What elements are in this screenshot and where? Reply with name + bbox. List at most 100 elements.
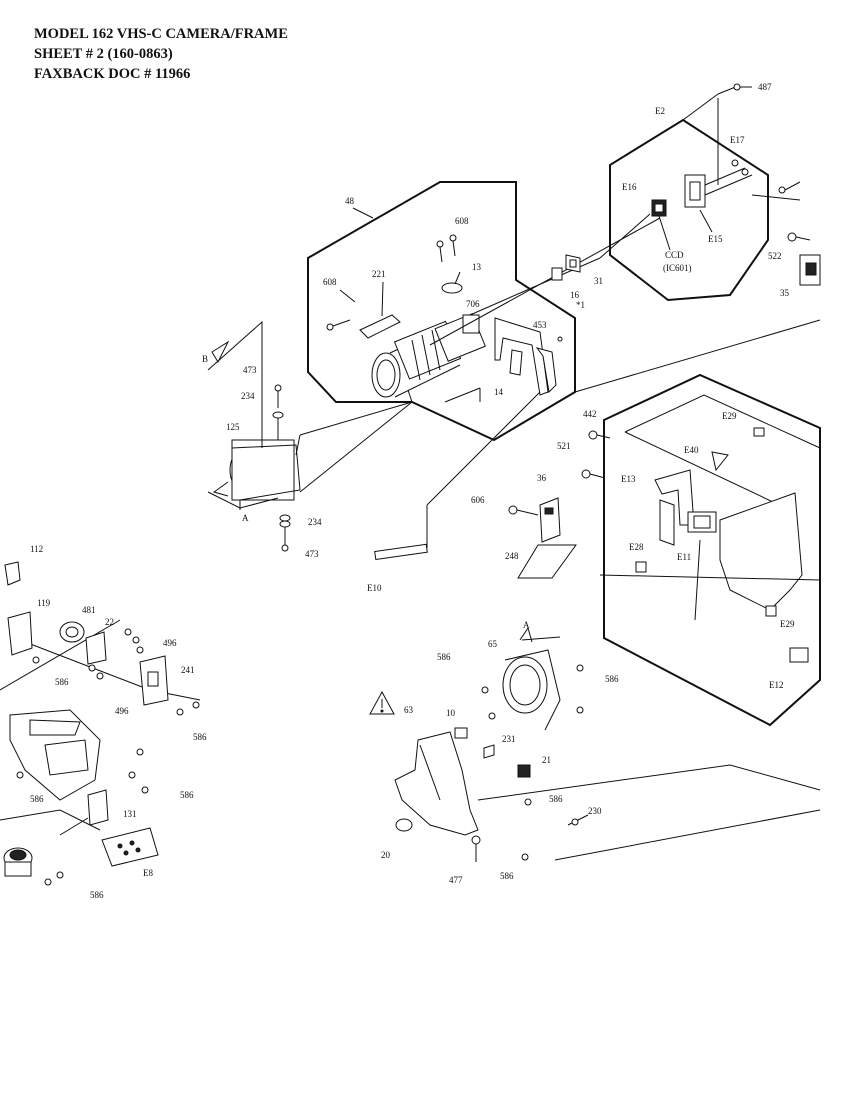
label-608-left: 608 [323, 277, 337, 287]
part-E29-bottom [765, 605, 777, 617]
label-31: 31 [594, 276, 603, 286]
label-20: 20 [381, 850, 391, 860]
part-16 [551, 267, 563, 281]
label-230: 230 [588, 806, 602, 816]
part-E28 [635, 561, 647, 573]
label-453: 453 [533, 320, 547, 330]
part-E29-top [753, 427, 765, 437]
label-706: 706 [466, 299, 480, 309]
lens-assembly-block [307, 181, 576, 442]
knob [3, 847, 33, 877]
part-22 [85, 631, 107, 665]
label-22: 22 [105, 617, 114, 627]
ref-arrow-B [211, 340, 230, 364]
part-221 [359, 281, 401, 339]
screw-right-edge [778, 181, 801, 194]
part-10 [454, 727, 468, 739]
screw-521 [581, 469, 606, 479]
flex-cable-E10 [374, 391, 541, 561]
screw-473-top [274, 384, 282, 408]
warning-icon [369, 690, 395, 715]
screws-586-left [16, 656, 200, 886]
part-E12 [789, 647, 809, 663]
model-title: MODEL 162 VHS-C CAMERA/FRAME [34, 26, 288, 42]
screw-473-bottom [281, 527, 289, 552]
screw-230 [567, 814, 589, 826]
label-E29-bottom: E29 [780, 619, 795, 629]
label-608-top: 608 [455, 216, 469, 226]
label-521: 521 [557, 441, 571, 451]
part-119 [7, 611, 33, 656]
bracket-E13 [654, 469, 695, 546]
label-522: 522 [768, 251, 782, 261]
frame-left-assembly [0, 619, 201, 831]
label-E8: E8 [143, 868, 153, 878]
label-487: 487 [758, 82, 772, 92]
label-477: 477 [449, 875, 463, 885]
label-IC601: (IC601) [663, 263, 692, 273]
screw-487 [733, 83, 752, 91]
ccd-chip [651, 199, 671, 251]
part-65-mount [502, 649, 561, 731]
label-E10: E10 [367, 583, 382, 593]
label-586-h: 586 [549, 794, 563, 804]
label-125: 125 [226, 422, 240, 432]
label-221: 221 [372, 269, 386, 279]
label-A-bottom: A [523, 620, 530, 630]
label-E17: E17 [730, 135, 745, 145]
label-E40: E40 [684, 445, 699, 455]
label-E28: E28 [629, 542, 644, 552]
bracket-36 [539, 497, 561, 543]
screw-442 [588, 430, 611, 440]
label-131: 131 [123, 809, 137, 819]
board-main [694, 492, 803, 621]
label-E13: E13 [621, 474, 636, 484]
screws-586-mid [481, 664, 584, 861]
part-20 [395, 818, 413, 832]
label-16: 16 [570, 290, 580, 300]
label-B: B [202, 354, 208, 364]
label-E11: E11 [677, 552, 691, 562]
label-63: 63 [404, 705, 414, 715]
part-E11 [687, 511, 717, 533]
label-496-right: 496 [163, 638, 177, 648]
label-star1: *1 [576, 300, 585, 310]
label-35: 35 [780, 288, 790, 298]
part-13 [441, 271, 463, 294]
label-48: 48 [345, 196, 355, 206]
part-21 [517, 764, 531, 778]
label-586-d: 586 [180, 790, 194, 800]
label-586-b: 586 [193, 732, 207, 742]
washer-234-top [272, 411, 284, 419]
label-10: 10 [446, 708, 456, 718]
label-119: 119 [37, 598, 51, 608]
label-13: 13 [472, 262, 482, 272]
part-35 [799, 254, 821, 286]
part-231 [483, 744, 495, 759]
washer-234-bottom [279, 514, 291, 528]
part-31 [565, 254, 581, 273]
part-481 [59, 621, 85, 643]
label-E2: E2 [655, 106, 665, 116]
screw-522 [787, 232, 811, 242]
bracket-14 [494, 317, 563, 396]
circuit-board-block [603, 373, 821, 727]
label-E15: E15 [708, 234, 723, 244]
part-706 [462, 314, 480, 334]
lens-mount-125 [229, 439, 301, 501]
label-E29-top: E29 [722, 411, 737, 421]
label-231: 231 [502, 734, 516, 744]
label-21: 21 [542, 755, 551, 765]
label-E12: E12 [769, 680, 784, 690]
label-442: 442 [583, 409, 597, 419]
part-131 [87, 789, 109, 826]
part-241 [139, 655, 169, 706]
label-14: 14 [494, 387, 504, 397]
ref-arrow-A-bottom [519, 626, 533, 643]
label-248: 248 [505, 551, 519, 561]
sheet-number: SHEET # 2 (160-0863) [34, 46, 173, 62]
label-234-top: 234 [241, 391, 255, 401]
ccd-bracket [684, 98, 753, 208]
label-65: 65 [488, 639, 498, 649]
screw-606 [508, 505, 539, 516]
